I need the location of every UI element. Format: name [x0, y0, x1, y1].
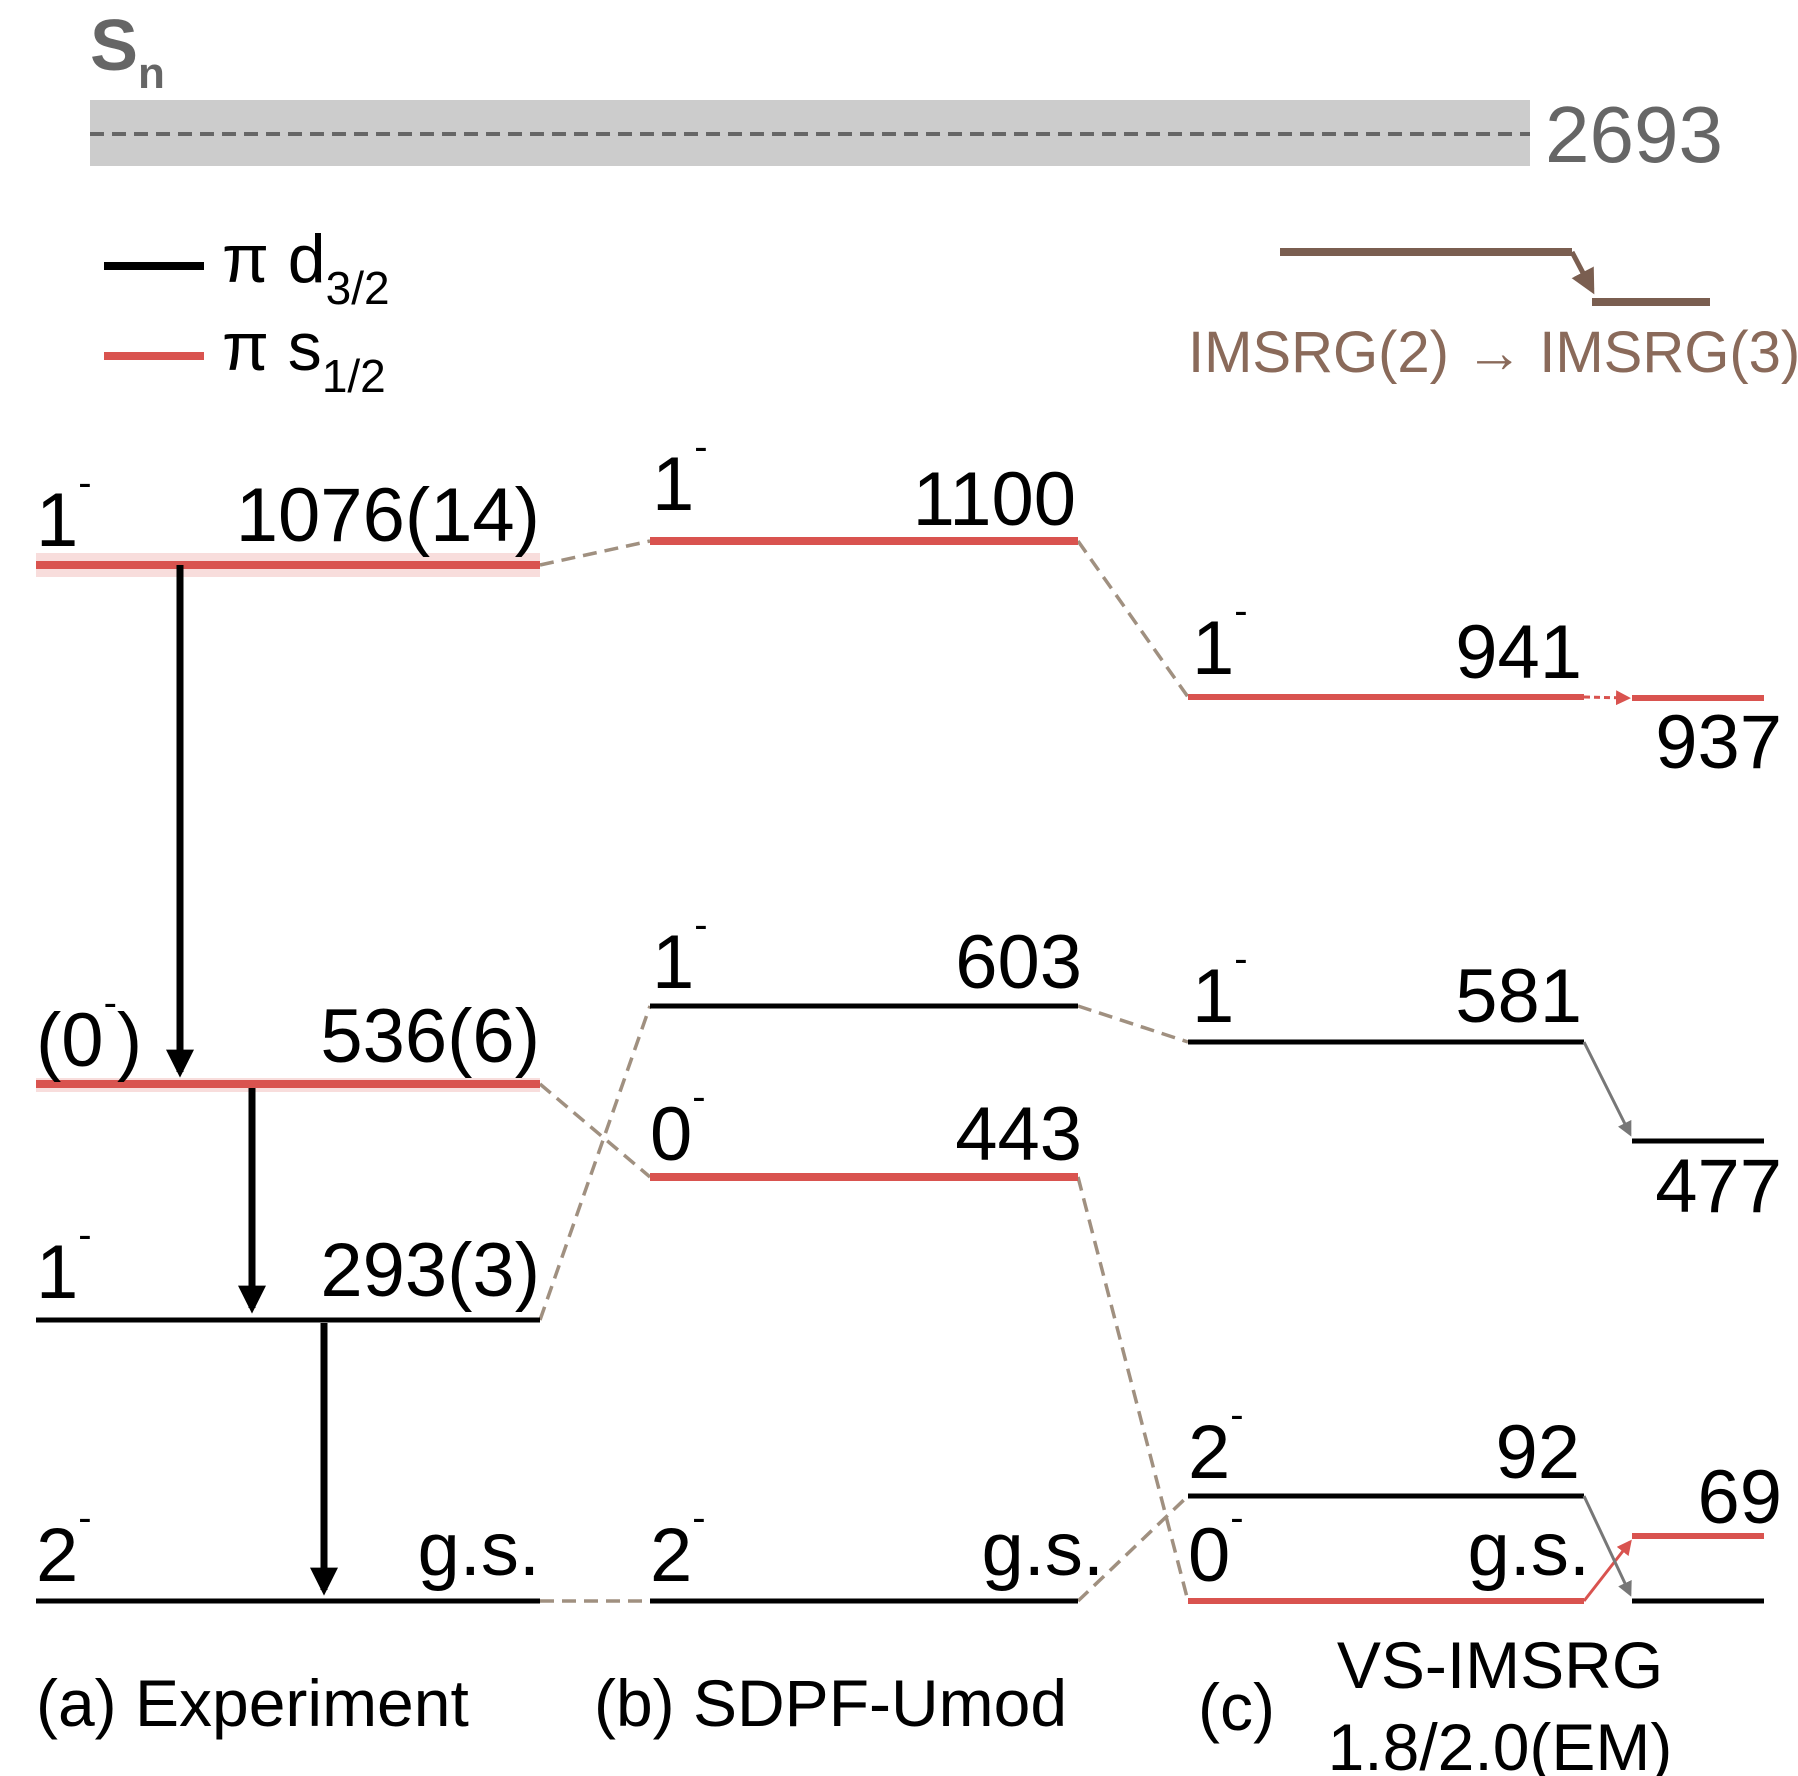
legend: π d3/2 π s1/2 IMSRG(2) → IMSRG(3) — [104, 221, 1798, 402]
spin-b-443: 0- — [650, 1075, 706, 1177]
panel-label-c-line2: 1.8/2.0(EM) — [1328, 1710, 1673, 1776]
spin-a-536: (0-) — [36, 981, 142, 1083]
energy-a-536: 536(6) — [320, 994, 540, 1079]
energy-b-gs: g.s. — [982, 1507, 1105, 1592]
connector-536-443 — [538, 1082, 652, 1179]
energy-c-941: 941 — [1455, 610, 1582, 695]
energy-c-581: 581 — [1455, 954, 1582, 1039]
energy-b-443: 443 — [955, 1092, 1082, 1177]
spin-b-603: 1- — [652, 903, 708, 1005]
shift-arrow-gs — [1582, 1539, 1632, 1602]
energy-b-1100: 1100 — [913, 457, 1076, 542]
panel-label-b: (b) SDPF-Umod — [594, 1666, 1067, 1740]
connector-b-gs-92 — [1076, 1494, 1190, 1603]
energy-b-603: 603 — [955, 920, 1082, 1005]
panel-sdpf-umod: 1- 1100 1- 603 0- 443 2- g.s. — [650, 425, 1105, 1604]
shift-arrow-941 — [1583, 690, 1631, 706]
spin-a-gs: 2- — [36, 1496, 92, 1598]
panel-label-c-prefix: (c) — [1198, 1670, 1275, 1744]
legend-d-label: π d3/2 — [222, 221, 390, 314]
energy-c-92: 92 — [1495, 1410, 1580, 1495]
connector-603-581 — [1077, 1004, 1189, 1044]
panel-label-a: (a) Experiment — [36, 1666, 469, 1740]
connector-1100-941 — [1076, 539, 1190, 699]
spin-c-92: 2- — [1188, 1393, 1244, 1495]
spin-c-gs: 0- — [1188, 1496, 1244, 1598]
energy-c-gs: g.s. — [1468, 1507, 1591, 1592]
spin-b-gs: 2- — [650, 1496, 706, 1598]
connector-1076-1100 — [539, 539, 651, 567]
legend-transition-sample — [1280, 248, 1710, 306]
panel-label-c-line1: VS-IMSRG — [1337, 1628, 1663, 1702]
energy-a-293: 293(3) — [320, 1228, 540, 1313]
spin-a-293: 1- — [36, 1213, 92, 1315]
shift-arrow-581 — [1582, 1041, 1632, 1137]
spin-a-1076: 1- — [36, 461, 92, 563]
legend-s-label: π s1/2 — [222, 309, 386, 402]
connector-293-603 — [538, 1005, 652, 1321]
sn-value: 2693 — [1545, 90, 1723, 179]
spin-c-581: 1- — [1192, 937, 1248, 1039]
panel-experiment: 1- 1076(14) (0-) 536(6) 1- 293(3) 2- g.s… — [36, 461, 541, 1604]
legend-transition-label: IMSRG(2) → IMSRG(3) — [1188, 320, 1798, 385]
spin-c-941: 1- — [1192, 589, 1248, 691]
spin-b-1100: 1- — [652, 425, 708, 527]
shift-arrow-92 — [1582, 1495, 1632, 1597]
level-connectors — [538, 539, 1190, 1603]
energy-a-1076: 1076(14) — [236, 473, 540, 558]
connector-443-c-gs — [1076, 1176, 1190, 1602]
sn-header: Sn 2693 — [90, 6, 1723, 179]
panel-vs-imsrg: 1- 941 1- 581 2- 92 0- g.s. 937 477 69 — [1188, 589, 1782, 1604]
energy-c3-477: 477 — [1655, 1144, 1782, 1229]
energy-a-gs: g.s. — [418, 1507, 541, 1592]
sn-symbol: Sn — [90, 6, 165, 98]
energy-c3-69: 69 — [1697, 1455, 1782, 1540]
energy-c3-937: 937 — [1655, 700, 1782, 785]
